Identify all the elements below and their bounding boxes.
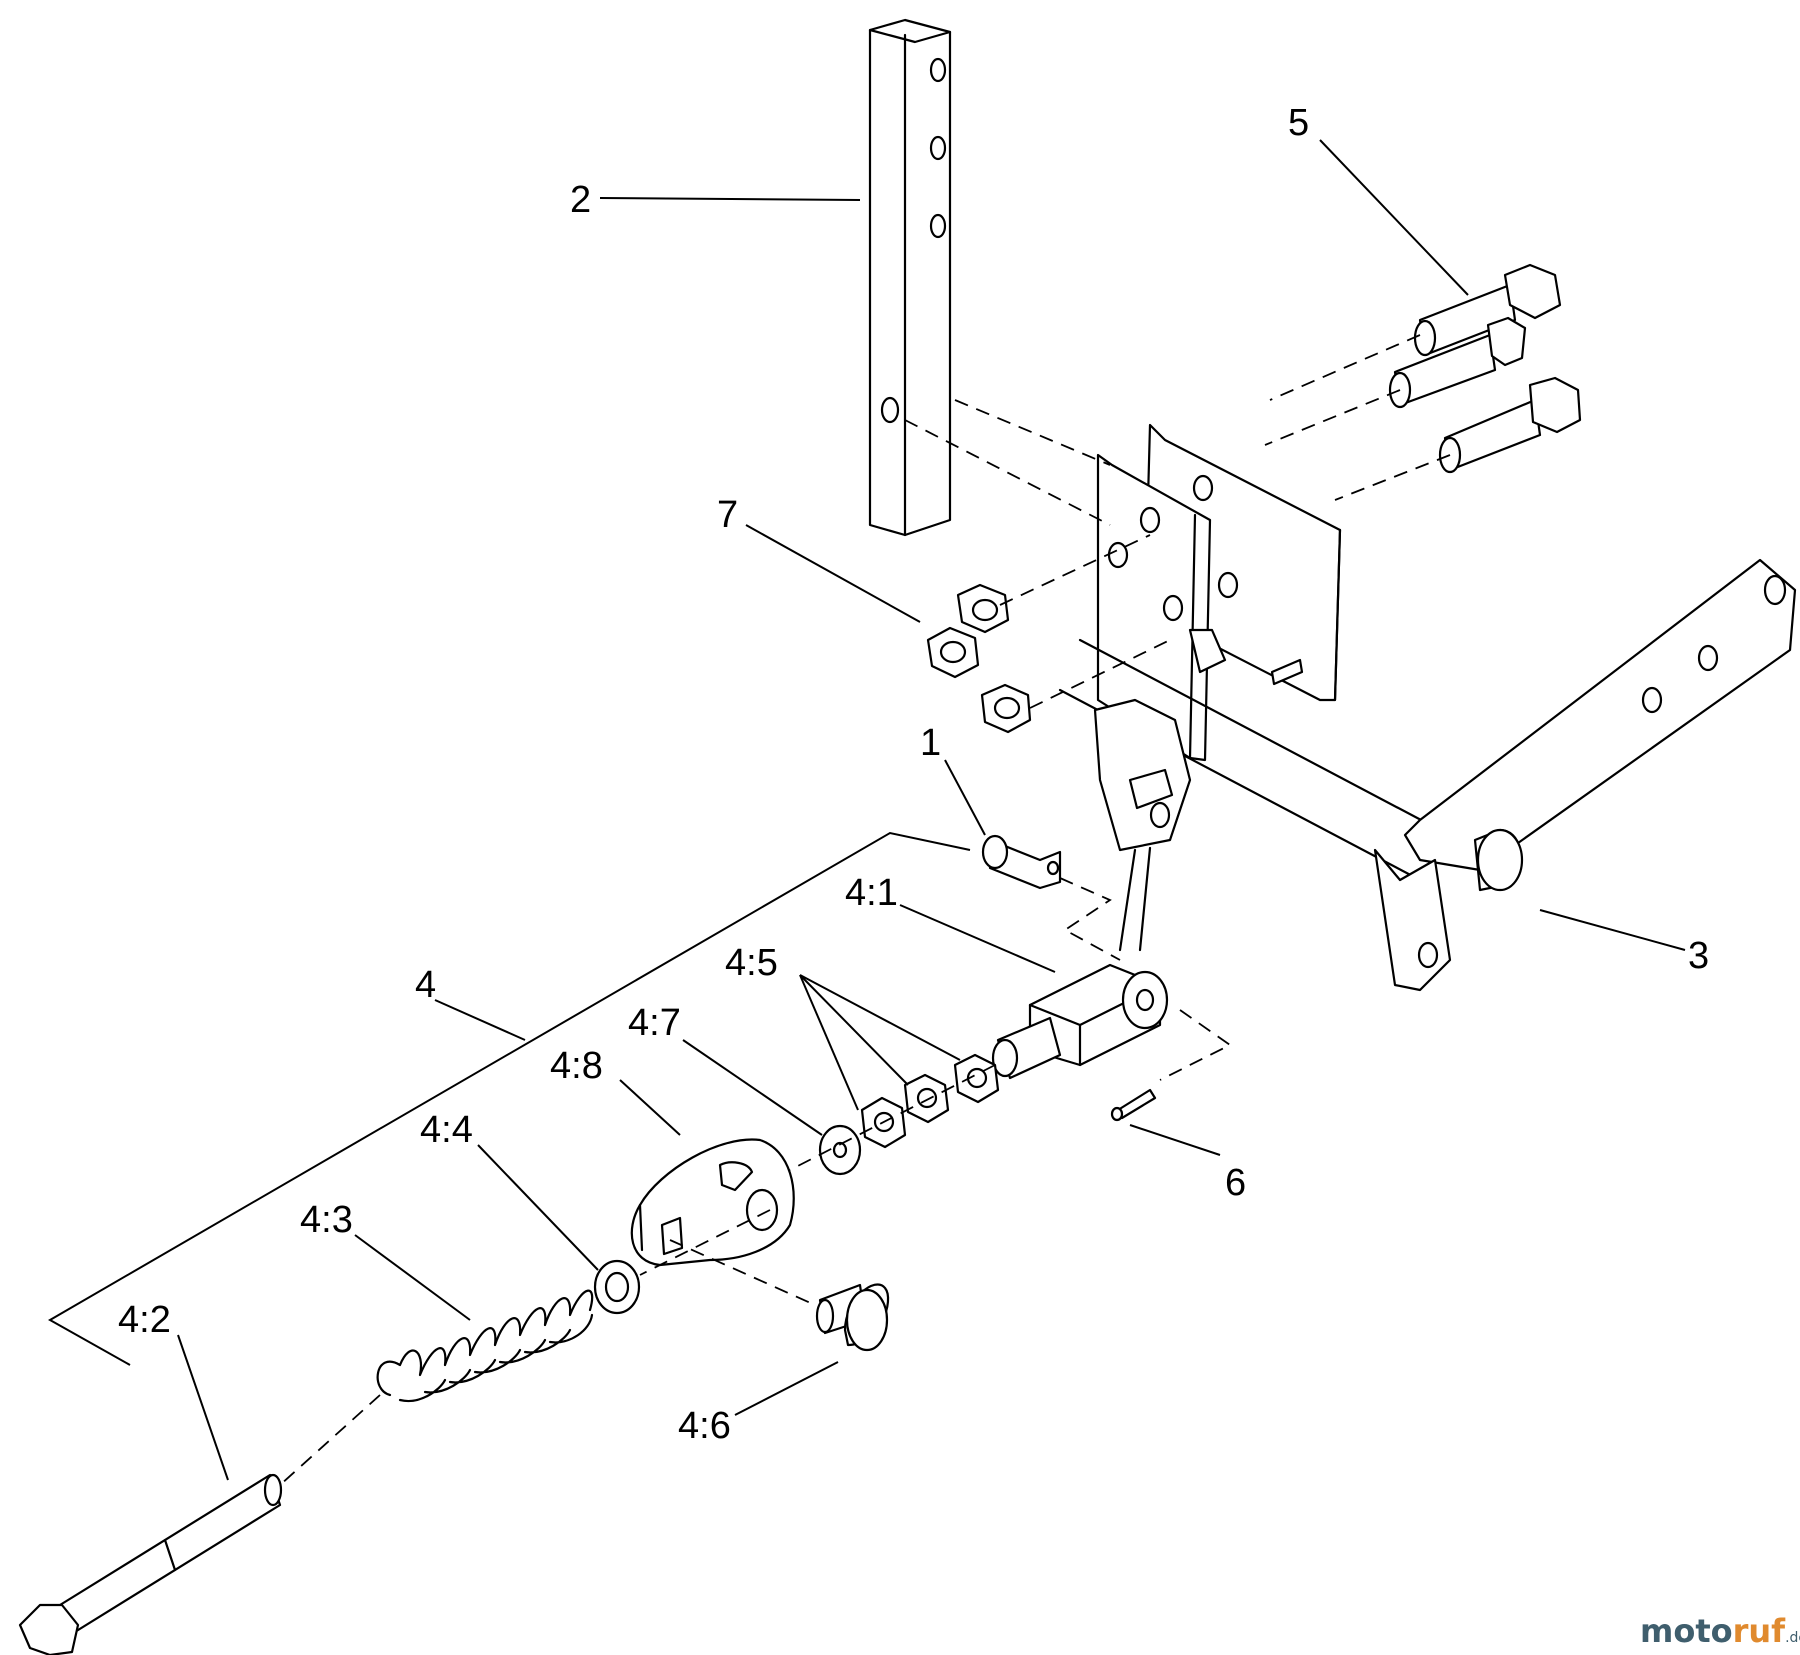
callout-4-5: 4:5 bbox=[725, 942, 778, 984]
group-4-bracket bbox=[47, 831, 971, 1366]
callout-4-3: 4:3 bbox=[300, 1199, 353, 1241]
item-2-square-tube bbox=[868, 18, 952, 537]
leader-lines bbox=[177, 139, 1686, 1481]
svg-text:motoruf.de: motoruf.de bbox=[1640, 1612, 1800, 1650]
callout-6: 6 bbox=[1225, 1162, 1246, 1204]
front-mounting-plate bbox=[1096, 453, 1227, 762]
item-4-2-long-bolt bbox=[18, 1473, 283, 1655]
watermark-logo: motoruf.de bbox=[1640, 1612, 1800, 1650]
callout-7: 7 bbox=[717, 494, 738, 536]
item-4-8-cam-plate bbox=[630, 1138, 795, 1267]
callout-3: 3 bbox=[1688, 935, 1709, 977]
callout-4-6: 4:6 bbox=[678, 1405, 731, 1447]
callout-4-7: 4:7 bbox=[628, 1002, 681, 1044]
callout-1: 1 bbox=[920, 722, 941, 764]
item-4-3-spring bbox=[376, 1289, 594, 1403]
callout-5: 5 bbox=[1288, 102, 1309, 144]
watermark-tld: .de bbox=[1785, 1630, 1800, 1646]
callout-4-2: 4:2 bbox=[118, 1299, 171, 1341]
callout-4-8: 4:8 bbox=[550, 1045, 603, 1087]
callout-2: 2 bbox=[570, 179, 591, 221]
callout-4-1: 4:1 bbox=[845, 872, 898, 914]
assembly-dashed-lines bbox=[279, 334, 1451, 1486]
watermark-brand-part1: moto bbox=[1640, 1612, 1733, 1650]
item-4-4-bushing bbox=[593, 1259, 641, 1315]
item-4-1-rod-end bbox=[991, 963, 1169, 1080]
item-7-lock-nuts bbox=[926, 583, 1032, 734]
item-4-5-nuts bbox=[860, 1053, 1000, 1149]
item-1-clevis-pin bbox=[981, 834, 1062, 890]
item-6-cotter-pin bbox=[1110, 1088, 1157, 1122]
item-5-bolts bbox=[1388, 263, 1582, 474]
callout-4-4: 4:4 bbox=[420, 1109, 473, 1151]
callout-4: 4 bbox=[415, 964, 436, 1006]
watermark-brand-part2: ruf bbox=[1733, 1612, 1787, 1650]
item-4-7-washer bbox=[818, 1124, 862, 1176]
item-4-6-carriage-bolt bbox=[815, 1283, 890, 1352]
clevis-bracket bbox=[1093, 698, 1192, 952]
callout-labels: 2 5 7 1 3 4:1 4 4:5 4:7 4:8 4:4 4:3 6 4:… bbox=[118, 102, 1709, 1447]
